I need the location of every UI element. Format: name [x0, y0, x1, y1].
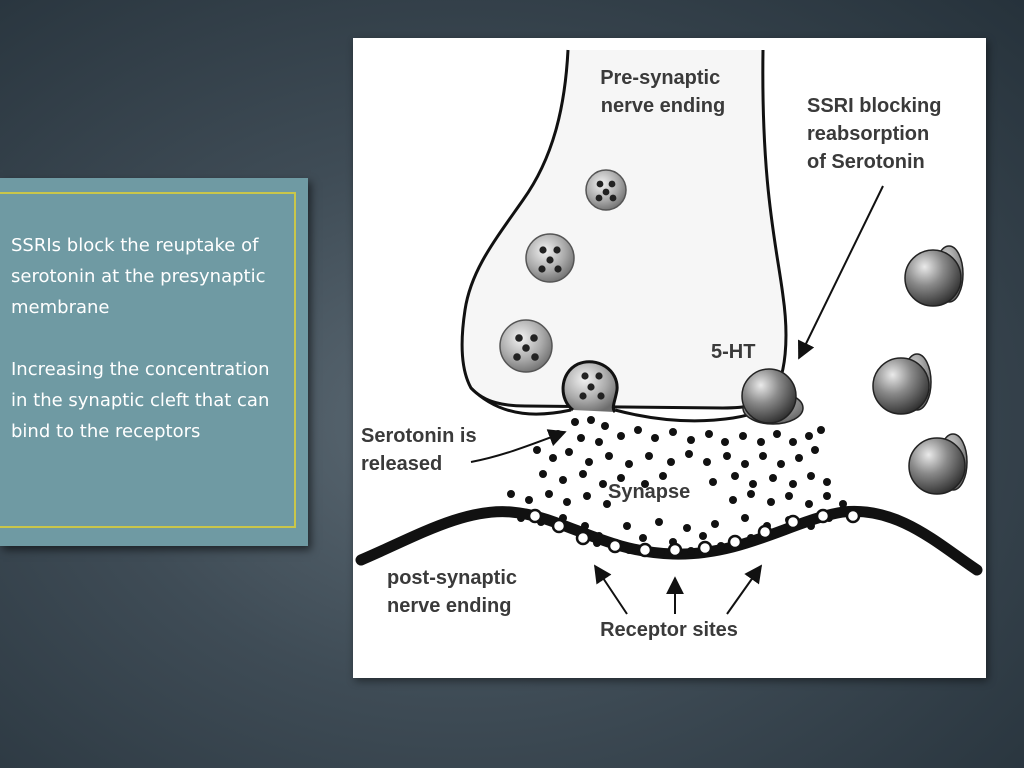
bullet-concentration: Increasing the concentration in the syna…	[11, 359, 270, 442]
presynaptic-terminal	[460, 49, 788, 410]
release-arrow	[470, 429, 567, 463]
postsynaptic-label: post-synaptic nerve ending	[387, 567, 523, 617]
bullet-reuptake: SSRIs block the reuptake of serotonin at…	[11, 235, 266, 318]
receptor-sites	[527, 508, 861, 558]
receptor-arrow-left	[594, 564, 628, 615]
vesicle	[585, 169, 627, 211]
vesicle	[525, 233, 575, 283]
ssri-arrow	[798, 185, 884, 360]
synapse-label: Synapse	[608, 481, 690, 503]
vesicle	[499, 319, 553, 373]
receptor-arrow-right	[726, 564, 763, 615]
ht-label: 5-HT	[711, 341, 755, 363]
receptor-label: Receptor sites	[600, 619, 738, 641]
text-box-content: SSRIs block the reuptake of serotonin at…	[11, 230, 291, 478]
ssri-molecule	[872, 353, 932, 415]
bound-serotonin	[593, 534, 755, 556]
fusing-vesicle	[561, 360, 619, 414]
ssri-label: SSRI blocking reabsorption of Serotonin	[807, 95, 947, 173]
text-box-border	[0, 192, 296, 528]
presynaptic-label: Pre-synaptic nerve ending	[600, 67, 726, 117]
synapse-figure: Pre-synaptic nerve ending SSRI blocking …	[353, 38, 986, 678]
text-box: SSRIs block the reuptake of serotonin at…	[0, 178, 308, 546]
ssri-blocker	[741, 368, 804, 425]
ssri-molecule	[904, 245, 964, 307]
ssri-molecule	[908, 433, 968, 495]
postsynaptic-membrane	[355, 505, 983, 576]
released-label: Serotonin is released	[361, 425, 482, 475]
synapse-diagram: Pre-synaptic nerve ending SSRI blocking …	[355, 49, 983, 641]
